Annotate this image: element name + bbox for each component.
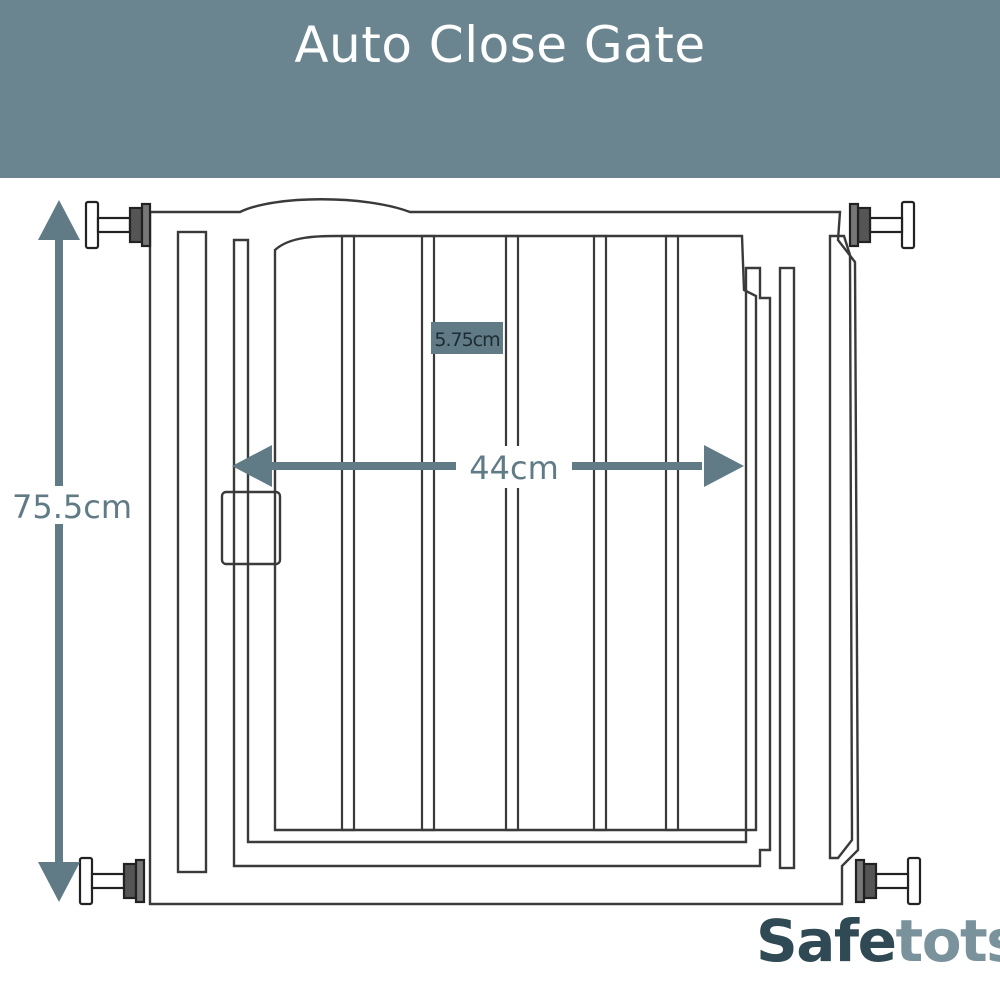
- left-post: [176, 230, 208, 874]
- arrow-right-icon: [704, 445, 744, 487]
- width-label-box: [456, 446, 572, 488]
- width-label: 44cm: [469, 449, 558, 487]
- brand-name-part1: Safe: [756, 907, 897, 975]
- pressure-fitting-icon: [84, 200, 152, 250]
- bar-gap-label: 5.75cm: [434, 329, 499, 351]
- gate-latch: [220, 490, 282, 566]
- pressure-fitting-icon: [854, 856, 922, 906]
- latch-rail: [778, 266, 796, 870]
- height-label-box: [8, 486, 138, 524]
- pressure-fittings: [78, 200, 922, 906]
- height-label: 75.5cm: [12, 488, 132, 526]
- gate-bars: [340, 234, 680, 832]
- brand-logo: Safetots: [756, 912, 1000, 970]
- gate-bar: [664, 234, 680, 832]
- right-post: [828, 234, 854, 860]
- pressure-fitting-icon: [78, 856, 146, 906]
- gate-bar: [340, 234, 356, 832]
- header-banner: Auto Close Gate: [0, 0, 1000, 178]
- pressure-fitting-icon: [848, 200, 916, 250]
- gate-bar: [420, 234, 436, 832]
- height-arrow: [38, 200, 80, 902]
- arrow-up-icon: [38, 200, 80, 240]
- bar-gap-label-box: [431, 322, 503, 354]
- gate-bar: [592, 234, 608, 832]
- gate-frame: [148, 198, 860, 906]
- brand-name-part2: tots: [895, 907, 1000, 975]
- arrow-down-icon: [38, 862, 80, 902]
- gate-bar: [504, 234, 520, 832]
- page-title: Auto Close Gate: [294, 16, 706, 74]
- door-panel: [273, 234, 758, 832]
- gate-outline: [148, 198, 860, 906]
- arrow-left-icon: [232, 445, 272, 487]
- door-frame: [232, 238, 772, 868]
